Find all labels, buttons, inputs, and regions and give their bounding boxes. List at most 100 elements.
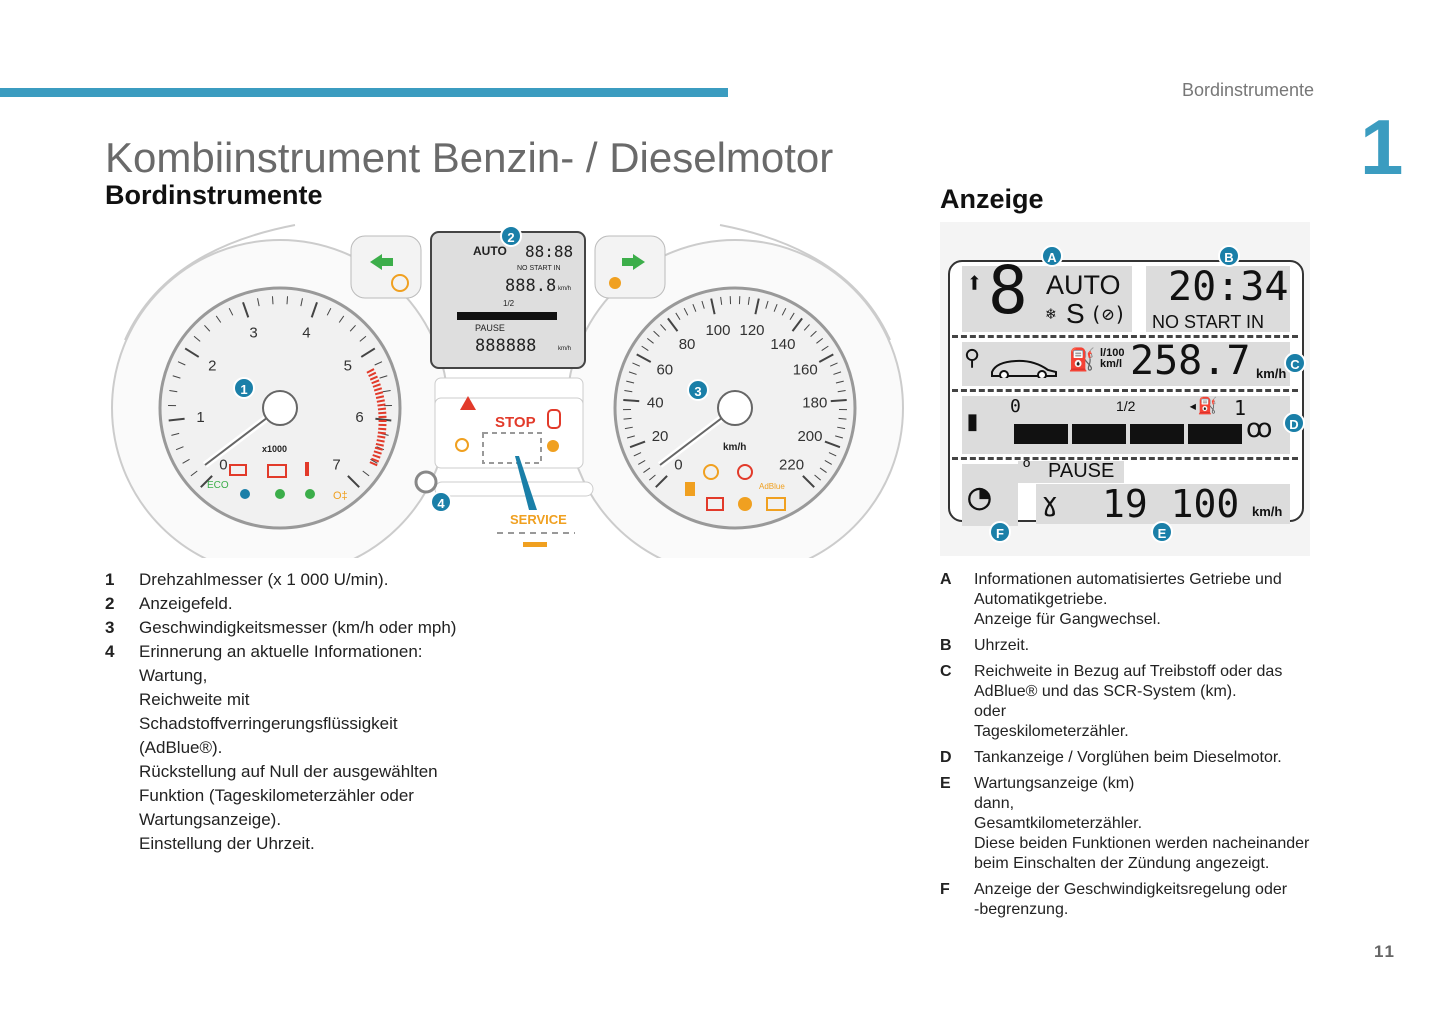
legend-key: E: [940, 775, 951, 792]
tach-tick: [338, 315, 345, 323]
legend-text: Reichweite mit: [139, 690, 250, 709]
tach-tick: [215, 315, 222, 323]
mini-range-unit: km/h: [558, 286, 572, 292]
speed-tick: [710, 298, 716, 315]
speed-tick: [701, 300, 705, 309]
speed-tick: [655, 475, 668, 488]
tach-tick: [177, 361, 186, 366]
legend-key: 4: [105, 642, 115, 661]
display-heading: Anzeige: [940, 184, 1044, 214]
callout-b: B: [1218, 245, 1240, 267]
mini-auto: AUTO: [473, 244, 507, 258]
callout-e: E: [1151, 521, 1173, 543]
speed-tick: [810, 330, 817, 337]
legend-text: Diese beiden Funktionen werden nacheinan…: [974, 835, 1310, 852]
speed-tick: [819, 467, 827, 473]
service-unit: km/h: [1252, 504, 1283, 519]
section-header: Bordinstrumente: [1182, 80, 1315, 100]
eco-label: ECO: [207, 480, 229, 491]
legend-text: Wartungsanzeige (km): [974, 775, 1135, 792]
callout-3: 3: [687, 379, 709, 401]
tach-tick: [375, 417, 392, 422]
callout-f: F: [989, 521, 1011, 543]
tach-tick: [379, 375, 388, 379]
tach-label: 5: [344, 357, 352, 374]
callout-c: C: [1284, 352, 1306, 374]
sport-mode: S: [1066, 298, 1085, 329]
speed-tick: [837, 426, 846, 430]
tach-tick: [242, 301, 250, 318]
speed-tick: [720, 296, 723, 305]
speed-tick: [623, 399, 640, 403]
callout-2: 2: [500, 225, 522, 247]
speed-label: 80: [679, 336, 696, 353]
page-number: 11: [1374, 942, 1396, 961]
mini-pause: PAUSE: [475, 323, 505, 333]
speed-tick: [633, 452, 642, 457]
speed-tick: [835, 435, 844, 439]
legend-text: Erinnerung an aktuelle Informationen:: [139, 642, 423, 661]
car-icon: [991, 359, 1057, 378]
speed-tick: [628, 371, 637, 375]
tach-tick: [359, 335, 367, 342]
fuel-pump-icon: ⛽: [1068, 348, 1096, 373]
speed-label: 140: [770, 336, 795, 353]
speed-tick: [789, 312, 795, 320]
wrench-icon: ɣ: [1042, 488, 1058, 518]
tach-tick: [326, 307, 332, 316]
tach-tick: [228, 307, 234, 316]
tach-tick: [257, 298, 260, 307]
range-unit: km/h: [1256, 366, 1287, 381]
speed-tick: [803, 324, 810, 331]
tach-tick: [310, 301, 318, 318]
tach-tick: [193, 335, 201, 342]
speedometer-icon: ◔: [968, 474, 991, 518]
range-target-icon: ⚲: [964, 346, 981, 371]
mini-clock: 88:88: [525, 242, 574, 261]
stop-warning: STOP: [495, 414, 536, 431]
speed-tick: [828, 452, 837, 457]
speed-label: 120: [739, 322, 764, 339]
tach-tick: [370, 458, 378, 464]
callout-4: 4: [430, 491, 452, 513]
mini-half: 1/2: [503, 299, 515, 308]
speed-tick: [692, 304, 697, 312]
legend-text: AdBlue® und das SCR-System (km).: [974, 683, 1237, 700]
preheat-coil-icon: ꝏ: [1246, 414, 1273, 444]
legend-text: Anzeigefeld.: [139, 594, 233, 613]
legend-key: A: [940, 571, 952, 588]
callout-d: D: [1283, 412, 1305, 434]
speed-tick: [623, 417, 632, 420]
service-value: 19 100: [1102, 482, 1240, 526]
chapter-number: 1: [1360, 103, 1404, 191]
speed-tick: [624, 426, 633, 430]
legend-key: B: [940, 637, 952, 654]
tach-tick: [184, 347, 200, 358]
speed-label: 100: [705, 322, 730, 339]
tach-tick: [172, 375, 181, 379]
speed-tick: [636, 353, 652, 363]
mini-odo-unit: km/h: [558, 346, 572, 352]
callout-a: A: [1041, 245, 1063, 267]
mini-odometer: 888888: [475, 336, 537, 356]
service-panel: ɣ 19 100 km/h: [1036, 484, 1290, 524]
legend-text: Tageskilometerzähler.: [974, 723, 1129, 740]
legend-text: oder: [974, 703, 1007, 720]
legend-item: A Informationen automatisiertes Getriebe …: [940, 570, 1340, 630]
legend-text: Informationen automatisiertes Getriebe u…: [974, 571, 1282, 588]
legend-text: Reichweite in Bezug auf Treibstoff oder …: [974, 663, 1283, 680]
speed-tick: [641, 345, 649, 351]
speed-tick: [747, 296, 750, 305]
legend-text: (AdBlue®).: [139, 738, 223, 757]
tach-tick: [190, 470, 198, 477]
fuel-full: 1: [1234, 396, 1247, 420]
pause-label: PAUSE: [1048, 460, 1115, 482]
speed-tick: [626, 380, 635, 384]
tach-tick: [169, 389, 178, 393]
